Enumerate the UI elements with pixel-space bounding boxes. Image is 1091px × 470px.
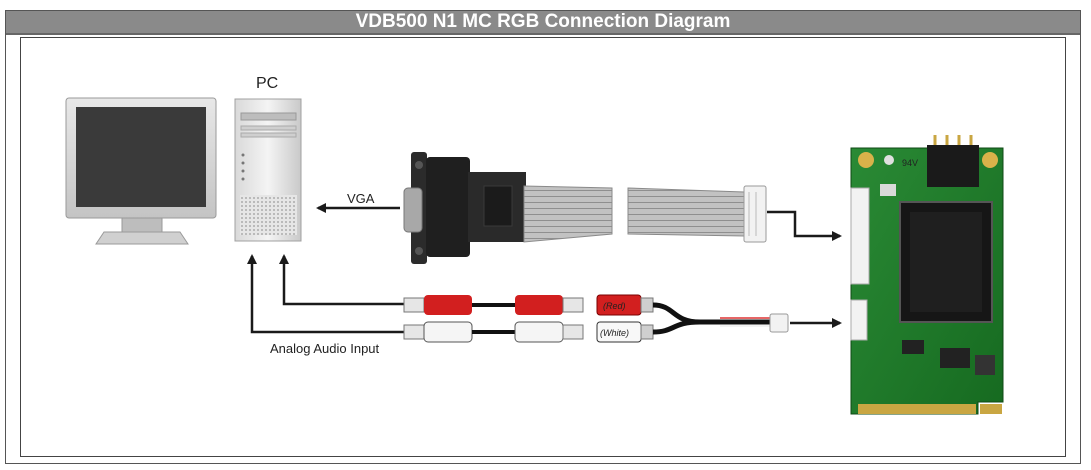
diagram-title: VDB500 N1 MC RGB Connection Diagram [6, 11, 1080, 35]
audio-white-arrow [247, 254, 404, 334]
rca-white-cable [403, 321, 584, 343]
pc-tower-icon [234, 98, 302, 242]
audio-connector [769, 313, 789, 333]
vga-label: VGA [347, 191, 375, 206]
diagram-area [20, 37, 1066, 457]
mini-pcie-card-icon [850, 135, 1004, 415]
rca-red-cable [403, 295, 584, 315]
audio-red-arrow [279, 254, 404, 306]
monitor-icon [65, 97, 217, 245]
analog-audio-input-label: Analog Audio Input [270, 341, 380, 356]
ribbon-cable-icon [523, 185, 767, 243]
chip-marking-label: 94V [902, 158, 918, 168]
red-label: (Red) [603, 301, 626, 311]
white-label: (White) [600, 328, 629, 338]
pc-label: PC [256, 75, 278, 92]
ribbon-arrow [767, 210, 842, 241]
vga-connector-icon [403, 152, 526, 264]
